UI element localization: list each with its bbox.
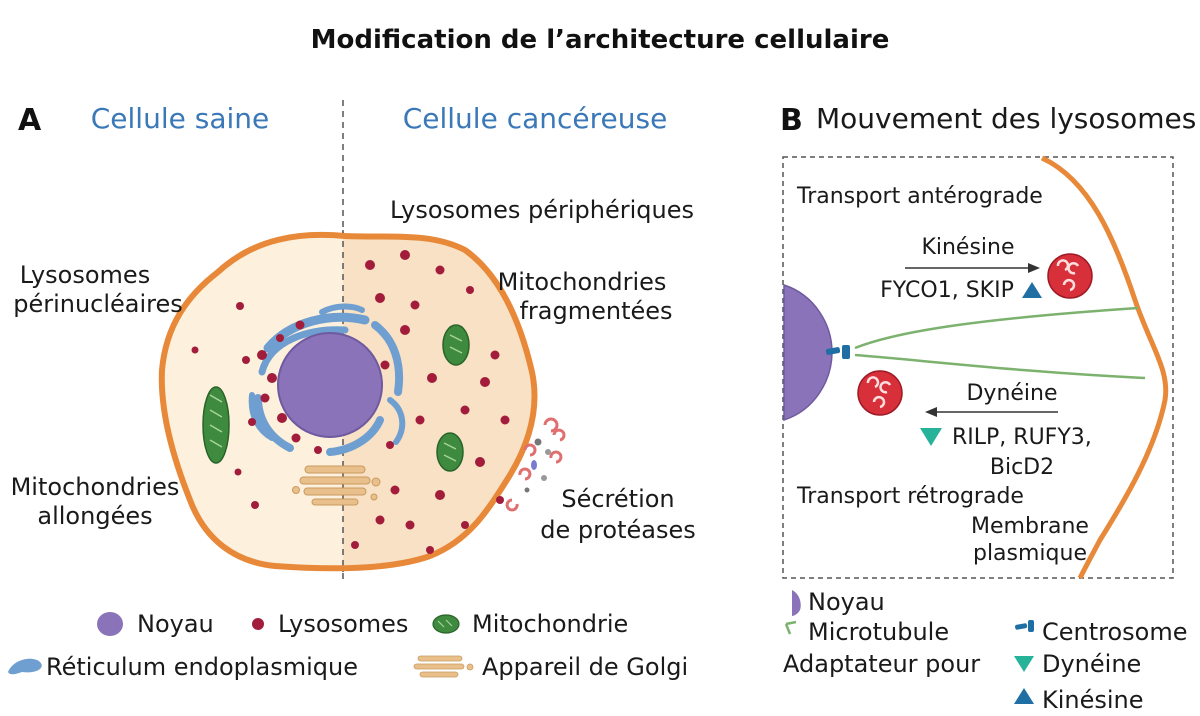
secretion-label-line2: de protéases bbox=[540, 516, 696, 544]
panel-b-letter: B bbox=[780, 103, 803, 138]
plasma-membrane bbox=[158, 231, 538, 572]
legend-dynein-label: Dynéine bbox=[1042, 650, 1141, 678]
mitochondria-group bbox=[202, 324, 470, 472]
legend-mitochondria-swatch bbox=[432, 614, 460, 634]
legend-b-nucleus-swatch bbox=[792, 590, 801, 616]
perinuclear-label-line1: Lysosomes bbox=[20, 261, 150, 289]
nucleus bbox=[277, 332, 383, 438]
fragmented-label-line2: fragmentées bbox=[519, 297, 672, 325]
dynein-marker bbox=[920, 428, 942, 446]
kinesin-adaptors-label: FYCO1, SKIP bbox=[880, 278, 1014, 303]
lysosome-retrograde bbox=[857, 370, 903, 416]
legend-nucleus-label: Noyau bbox=[137, 610, 214, 638]
secreted-proteases bbox=[505, 417, 566, 512]
legend-centrosome-label: Centrosome bbox=[1042, 618, 1188, 646]
healthy-cell-heading: Cellule saine bbox=[91, 102, 270, 135]
legend-golgi-label: Appareil de Golgi bbox=[482, 653, 688, 681]
golgi-apparatus bbox=[292, 465, 381, 506]
legend-golgi-swatch bbox=[413, 655, 474, 678]
dynein-arrow bbox=[925, 407, 1058, 417]
endoplasmic-reticulum bbox=[248, 303, 406, 456]
elongated-mitochondrion bbox=[202, 386, 230, 464]
membrane-label-line1: Membrane bbox=[971, 514, 1089, 539]
kinesin-marker bbox=[1022, 282, 1042, 298]
microtubules bbox=[854, 306, 1146, 380]
legend-adaptor-label: Adaptateur pour bbox=[783, 650, 980, 678]
retrograde-label: Transport rétrograde bbox=[796, 484, 1024, 509]
legend-mitochondria-label: Mitochondrie bbox=[472, 610, 628, 638]
kinesin-label: Kinésine bbox=[921, 235, 1014, 260]
legend-nucleus-swatch bbox=[97, 612, 123, 636]
fragmented-mitochondrion-upper bbox=[442, 324, 470, 366]
fragmented-mitochondrion-lower bbox=[436, 432, 464, 472]
legend-centrosome-swatch bbox=[1015, 620, 1034, 632]
legend-b: Noyau Microtubule Centrosome Adaptateur … bbox=[783, 588, 1188, 714]
dynein-label: Dynéine bbox=[966, 381, 1057, 406]
cancer-cell-heading: Cellule cancéreuse bbox=[403, 102, 668, 135]
lysosomes-group bbox=[191, 250, 510, 554]
perinuclear-label-line2: périnucléaires bbox=[13, 290, 183, 318]
legend-kinesin-label: Kinésine bbox=[1042, 686, 1144, 714]
elongated-label-line1: Mitochondries bbox=[11, 473, 180, 501]
elongated-label-line2: allongées bbox=[37, 502, 152, 530]
membrane-label-line2: plasmique bbox=[973, 541, 1087, 566]
dynein-adaptors-line1: RILP, RUFY3, bbox=[952, 425, 1092, 450]
legend-microtubule-label: Microtubule bbox=[808, 618, 949, 646]
panel-a-letter: A bbox=[18, 103, 42, 138]
panel-b-membrane bbox=[1040, 155, 1169, 580]
panel-b-heading: Mouvement des lysosomes bbox=[816, 102, 1196, 135]
legend-lysosome-swatch bbox=[252, 618, 264, 630]
legend-er-swatch bbox=[8, 658, 42, 675]
legend-er-label: Réticulum endoplasmique bbox=[46, 653, 358, 681]
legend-kinesin-swatch bbox=[1014, 688, 1034, 704]
legend-microtubule-swatch bbox=[784, 620, 797, 635]
figure-title: Modification de l’architecture cellulair… bbox=[311, 25, 890, 55]
secretion-label-line1: Sécrétion bbox=[561, 485, 674, 513]
legend-a: Noyau Lysosomes Mitochondrie Réticulum e… bbox=[8, 610, 688, 681]
kinesin-arrow bbox=[905, 263, 1040, 273]
lysosome-anterograde bbox=[1047, 253, 1093, 299]
centrosome bbox=[825, 345, 850, 359]
legend-b-nucleus-label: Noyau bbox=[808, 588, 885, 616]
legend-lysosomes-label: Lysosomes bbox=[278, 610, 408, 638]
anterograde-label: Transport antérograde bbox=[796, 184, 1043, 209]
fragmented-label-line1: Mitochondries bbox=[498, 268, 667, 296]
peripheral-label: Lysosomes périphériques bbox=[390, 196, 694, 224]
panel-b-nucleus bbox=[783, 283, 833, 422]
legend-dynein-swatch bbox=[1014, 656, 1034, 672]
dynein-adaptors-line2: BicD2 bbox=[990, 455, 1054, 480]
